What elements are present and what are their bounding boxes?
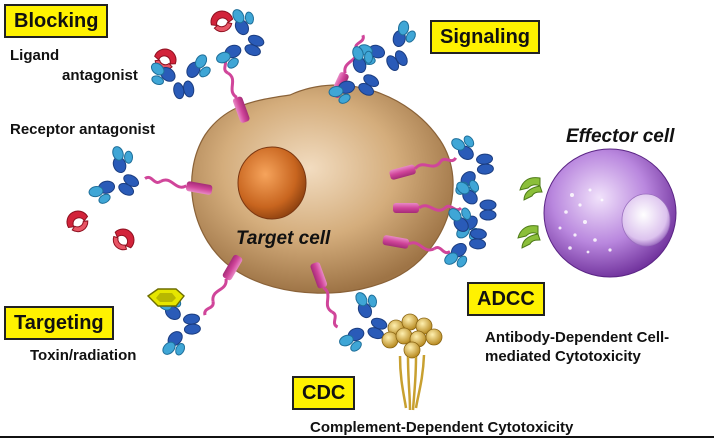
effector-granules bbox=[558, 188, 612, 254]
adcc-description-line2: mediated Cytotoxicity bbox=[485, 348, 641, 365]
ligand-3 bbox=[62, 206, 93, 237]
antibody-receptor-antagonist bbox=[83, 140, 152, 217]
antibody-signaling-1 bbox=[352, 15, 429, 84]
fc-receptor-2 bbox=[517, 225, 539, 239]
adcc-callout: ADCC bbox=[467, 282, 545, 316]
bottom-divider bbox=[0, 436, 714, 438]
adcc-description-line1: Antibody-Dependent Cell- bbox=[485, 329, 670, 346]
blocking-callout: Blocking bbox=[4, 4, 109, 38]
signaling-callout: Signaling bbox=[430, 20, 540, 54]
receptor-bottom-left bbox=[199, 252, 245, 320]
effector-cell-label: Effector cell bbox=[566, 126, 675, 147]
complement-complex bbox=[381, 313, 443, 411]
ligand-1 bbox=[208, 8, 236, 35]
fc-receptor-1 bbox=[519, 177, 541, 191]
ligand-label: Ligand bbox=[10, 47, 60, 64]
target-cell-nucleus bbox=[237, 146, 307, 220]
antagonist-label: antagonist bbox=[62, 67, 138, 84]
antibody-cdc bbox=[334, 287, 397, 361]
cdc-callout: CDC bbox=[292, 376, 356, 410]
ligand-4 bbox=[107, 223, 140, 256]
cdc-description: Complement-Dependent Cytotoxicity bbox=[310, 419, 574, 436]
toxin-radiation-label: Toxin/radiation bbox=[30, 347, 137, 364]
receptor-antagonist-label: Receptor antagonist bbox=[10, 121, 156, 138]
effector-cell-nucleus bbox=[621, 193, 671, 247]
target-cell-label: Target cell bbox=[236, 228, 331, 249]
targeting-callout: Targeting bbox=[4, 306, 114, 340]
